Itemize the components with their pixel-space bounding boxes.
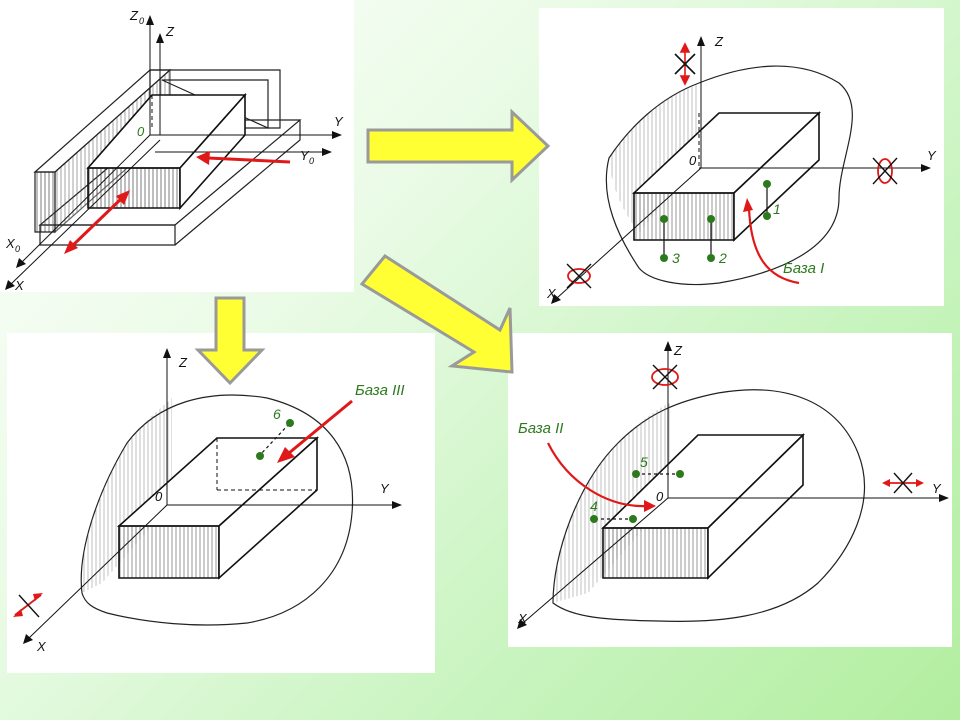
axis-label-z: Z: [178, 355, 188, 370]
axis-label-y: Y: [334, 114, 344, 129]
base-pointer-arrow: [547, 442, 649, 508]
y-rotation-blocked-icon: [872, 157, 898, 185]
origin-label: 0: [689, 153, 697, 168]
base-label: База II: [518, 420, 563, 437]
axis-label-y: Y: [932, 481, 942, 496]
y-translation-blocked-icon: [882, 472, 924, 494]
support-point-2-label: 2: [718, 250, 727, 266]
axis-label-x: X: [546, 286, 557, 301]
axes-lines: [9, 22, 335, 286]
origin-label: 0: [155, 489, 163, 504]
support-point-3-label: 3: [672, 250, 680, 266]
workpiece-block: [86, 92, 247, 211]
workpiece-block: [116, 436, 320, 580]
axis-label-x0: X: [5, 236, 16, 251]
x-rotation-blocked-icon: [566, 263, 592, 289]
base-1-drawing: Z Y X 0 1 2 3 База I: [546, 34, 937, 304]
support-point-6-label: 6: [273, 406, 281, 422]
axis-label-y0-subscript: 0: [309, 156, 314, 166]
clamp-force-arrow-y: [196, 151, 291, 165]
fixture-drawing: Z 0 Z Y Y 0 X 0 X 0: [5, 8, 344, 292]
axis-label-z: Z: [714, 34, 724, 49]
base-3-drawing: Z Y X 0 6 База III: [13, 348, 405, 654]
base-2-drawing: Z Y X 0 4 5 База II: [517, 341, 949, 629]
axis-label-z0: Z: [129, 8, 139, 23]
panel-base-1-diagram: Z Y X 0 1 2 3 База I: [539, 8, 944, 306]
axis-label-x0-subscript: 0: [15, 244, 20, 254]
support-point-5-label: 5: [640, 454, 648, 470]
axis-label-y0: Y: [300, 148, 310, 163]
z-rotation-blocked-icon: [651, 364, 679, 390]
workpiece-block: [631, 111, 822, 242]
clamp-force-arrow-x: [64, 190, 130, 254]
axis-label-x: X: [36, 639, 47, 654]
x-translation-blocked-icon: [13, 593, 43, 618]
base-pointer-arrow: [277, 399, 353, 463]
base-pointer-arrow: [747, 207, 800, 285]
axis-label-y: Y: [380, 481, 390, 496]
base-label: База III: [355, 382, 405, 399]
axis-label-z0-subscript: 0: [139, 16, 144, 26]
axis-label-y: Y: [927, 148, 937, 163]
base-label: База I: [783, 260, 824, 277]
z-translation-blocked-icon: [674, 42, 696, 86]
axis-label-z: Z: [165, 24, 175, 39]
panel-base-3-diagram: Z Y X 0 6 База III: [7, 333, 435, 673]
axis-label-x: X: [517, 611, 528, 626]
axis-label-z: Z: [673, 343, 683, 358]
axis-label-x: X: [14, 278, 25, 292]
support-point-1-label: 1: [773, 201, 781, 217]
origin-label: 0: [656, 489, 664, 504]
panel-base-2-diagram: Z Y X 0 4 5 База II: [508, 333, 952, 647]
panel-fixture-diagram: Z 0 Z Y Y 0 X 0 X 0: [0, 0, 354, 292]
arrow-right: [366, 108, 551, 184]
support-point-4-label: 4: [590, 498, 598, 514]
origin-label: 0: [137, 124, 145, 139]
